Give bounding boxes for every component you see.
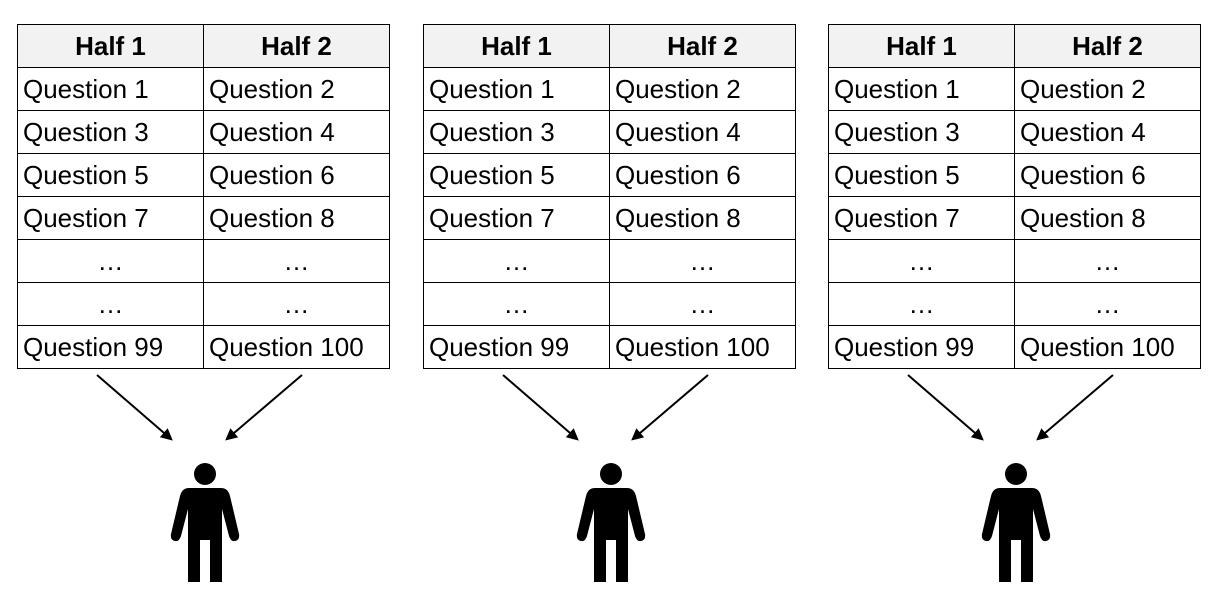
table-cell-ellipsis: …	[203, 239, 390, 283]
arrow-from-half-1	[96, 374, 173, 441]
table-row: … …	[828, 282, 1201, 326]
table-row: Question 1 Question 2	[423, 67, 796, 111]
table-cell-ellipsis: …	[1014, 239, 1201, 283]
table-cell: Question 100	[609, 325, 796, 369]
table-cell-ellipsis: …	[17, 239, 204, 283]
table-cell: Question 7	[828, 196, 1015, 240]
table-cell: Question 2	[1014, 67, 1201, 111]
table-row: Question 5 Question 6	[17, 153, 390, 197]
table-row: Question 7 Question 8	[828, 196, 1201, 240]
table-row: Question 5 Question 6	[423, 153, 796, 197]
table-cell: Question 8	[203, 196, 390, 240]
split-half-table: Half 1 Half 2 Question 1 Question 2 Ques…	[423, 24, 796, 369]
table-cell: Question 1	[17, 67, 204, 111]
column-header-half-1: Half 1	[828, 24, 1015, 68]
table-cell: Question 5	[828, 153, 1015, 197]
table-row: Question 1 Question 2	[17, 67, 390, 111]
table-cell-ellipsis: …	[828, 239, 1015, 283]
arrow-from-half-1	[502, 374, 579, 441]
column-header-half-2: Half 2	[203, 24, 390, 68]
column-header-half-1: Half 1	[17, 24, 204, 68]
person-icon	[981, 463, 1051, 582]
arrow-from-half-1	[907, 374, 984, 441]
person-icon	[576, 463, 646, 582]
table-cell: Question 5	[423, 153, 610, 197]
table-cell-ellipsis: …	[203, 282, 390, 326]
table-row: … …	[828, 239, 1201, 283]
table-row: Question 1 Question 2	[828, 67, 1201, 111]
diagram-panel-2: Half 1 Half 2 Question 1 Question 2 Ques…	[423, 0, 803, 589]
arrows-to-person	[96, 374, 303, 582]
table-cell-ellipsis: …	[828, 282, 1015, 326]
table-row: Question 3 Question 4	[17, 110, 390, 154]
table-header-row: Half 1 Half 2	[17, 24, 390, 68]
table-cell-ellipsis: …	[1014, 282, 1201, 326]
table-row: Question 99 Question 100	[423, 325, 796, 369]
table-cell: Question 4	[609, 110, 796, 154]
diagram-panel-1: Half 1 Half 2 Question 1 Question 2 Ques…	[17, 0, 397, 589]
table-cell: Question 4	[203, 110, 390, 154]
table-cell: Question 1	[828, 67, 1015, 111]
table-cell: Question 99	[423, 325, 610, 369]
table-cell-ellipsis: …	[423, 282, 610, 326]
table-cell: Question 2	[203, 67, 390, 111]
arrow-from-half-2	[225, 374, 303, 441]
column-header-half-2: Half 2	[1014, 24, 1201, 68]
table-cell: Question 7	[423, 196, 610, 240]
table-cell-ellipsis: …	[423, 239, 610, 283]
table-row: Question 99 Question 100	[828, 325, 1201, 369]
column-header-half-1: Half 1	[423, 24, 610, 68]
table-cell: Question 5	[17, 153, 204, 197]
table-cell: Question 99	[17, 325, 204, 369]
table-cell: Question 6	[609, 153, 796, 197]
column-header-half-2: Half 2	[609, 24, 796, 68]
table-cell: Question 8	[1014, 196, 1201, 240]
table-row: … …	[423, 239, 796, 283]
table-row: Question 5 Question 6	[828, 153, 1201, 197]
table-row: Question 7 Question 8	[423, 196, 796, 240]
arrows-to-person	[502, 374, 709, 582]
table-cell: Question 100	[203, 325, 390, 369]
table-row: … …	[17, 282, 390, 326]
arrow-from-half-2	[1036, 374, 1114, 441]
table-cell-ellipsis: …	[17, 282, 204, 326]
table-cell: Question 6	[1014, 153, 1201, 197]
table-cell: Question 3	[17, 110, 204, 154]
table-cell: Question 2	[609, 67, 796, 111]
table-cell: Question 7	[17, 196, 204, 240]
table-cell: Question 8	[609, 196, 796, 240]
table-row: Question 7 Question 8	[17, 196, 390, 240]
table-cell-ellipsis: …	[609, 239, 796, 283]
split-half-table: Half 1 Half 2 Question 1 Question 2 Ques…	[828, 24, 1201, 369]
table-row: … …	[17, 239, 390, 283]
arrows-to-person	[907, 374, 1114, 582]
table-row: Question 3 Question 4	[828, 110, 1201, 154]
table-cell: Question 3	[423, 110, 610, 154]
table-header-row: Half 1 Half 2	[828, 24, 1201, 68]
split-half-table: Half 1 Half 2 Question 1 Question 2 Ques…	[17, 24, 390, 369]
table-row: Question 3 Question 4	[423, 110, 796, 154]
person-icon	[170, 463, 240, 582]
table-cell: Question 1	[423, 67, 610, 111]
arrow-from-half-2	[631, 374, 709, 441]
table-row: Question 99 Question 100	[17, 325, 390, 369]
table-cell: Question 99	[828, 325, 1015, 369]
diagram-panel-3: Half 1 Half 2 Question 1 Question 2 Ques…	[828, 0, 1208, 589]
table-cell: Question 6	[203, 153, 390, 197]
table-cell: Question 3	[828, 110, 1015, 154]
table-cell: Question 100	[1014, 325, 1201, 369]
table-cell-ellipsis: …	[609, 282, 796, 326]
table-cell: Question 4	[1014, 110, 1201, 154]
table-header-row: Half 1 Half 2	[423, 24, 796, 68]
table-row: … …	[423, 282, 796, 326]
